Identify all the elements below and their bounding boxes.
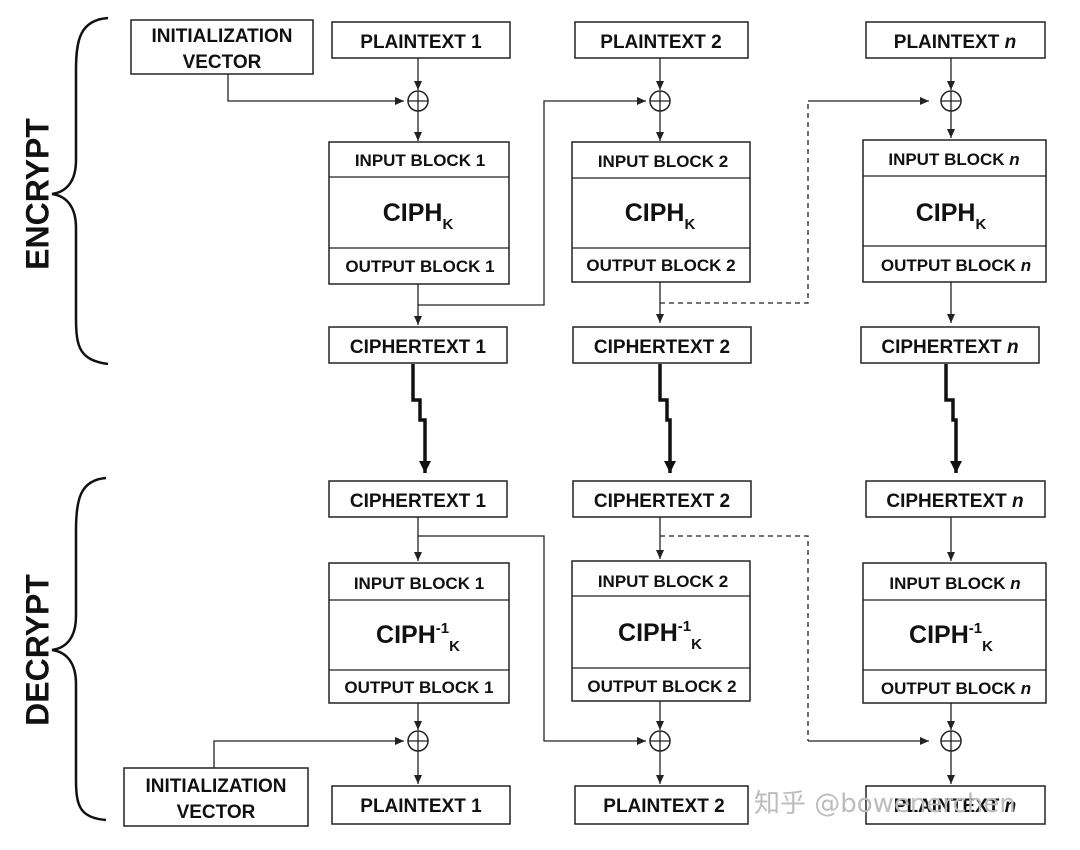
transmission-bolt-n bbox=[944, 364, 962, 473]
arrow-iv-xor-dec bbox=[213, 737, 404, 768]
plaintext-label-dec-2: PLAINTEXT 2 bbox=[603, 796, 724, 817]
ciphertext-label-dec-2: CIPHERTEXT 2 bbox=[594, 491, 730, 512]
plaintext-box-dec-n bbox=[865, 785, 1046, 825]
plaintext-label-dec-1: PLAINTEXT 1 bbox=[360, 796, 482, 817]
input-block-label-dec-n: INPUT BLOCK n bbox=[889, 574, 1020, 593]
decrypt-brace bbox=[51, 476, 107, 822]
cipher-block-enc-2 bbox=[571, 141, 751, 283]
ciph-inv-k-dec-1: CIPH-1K bbox=[376, 620, 460, 655]
ciphertext-label-dec-1: CIPHERTEXT 1 bbox=[350, 491, 487, 512]
plaintext-box-1 bbox=[331, 21, 511, 59]
ciph-inv-k-dec-2: CIPH-1K bbox=[618, 618, 702, 653]
output-block-label-enc-2: OUTPUT BLOCK 2 bbox=[586, 256, 735, 275]
cipher-block-dec-2 bbox=[571, 560, 751, 702]
plaintext-label-dec-n: PLAINTEXT n bbox=[894, 796, 1016, 817]
encrypt-brace bbox=[51, 16, 109, 366]
dashed-chain-dec-2-n bbox=[660, 535, 809, 741]
transmission-bolt-1 bbox=[411, 364, 431, 473]
arrow-iv-xor bbox=[227, 74, 404, 105]
plaintext-label-1: PLAINTEXT 1 bbox=[360, 32, 482, 53]
input-block-label-dec-2: INPUT BLOCK 2 bbox=[598, 572, 728, 591]
ciphertext-label-enc-n: CIPHERTEXT n bbox=[881, 337, 1018, 358]
iv-box-encrypt bbox=[130, 19, 314, 75]
cipher-block-enc-1 bbox=[328, 141, 510, 285]
cipher-block-dec-n bbox=[862, 562, 1047, 704]
ciphertext-box-enc-1 bbox=[328, 326, 508, 364]
plaintext-box-2 bbox=[574, 21, 749, 59]
ciphertext-box-dec-n bbox=[865, 480, 1046, 518]
dashed-chain-2-n bbox=[660, 101, 809, 304]
iv-line2-encrypt: VECTOR bbox=[183, 52, 262, 73]
decrypt-label: DECRYPT bbox=[19, 574, 55, 726]
iv-box-decrypt bbox=[123, 767, 309, 827]
input-block-label-enc-n: INPUT BLOCK n bbox=[888, 150, 1019, 169]
output-block-label-enc-n: OUTPUT BLOCK n bbox=[881, 256, 1031, 275]
input-block-label-enc-1: INPUT BLOCK 1 bbox=[355, 151, 485, 170]
plaintext-box-n bbox=[865, 21, 1046, 59]
ciph-inv-k-dec-n: CIPH-1K bbox=[909, 620, 993, 655]
plaintext-label-n: PLAINTEXT n bbox=[894, 32, 1016, 53]
plaintext-box-dec-1 bbox=[331, 785, 511, 825]
ciph-k-enc-1: CIPHK bbox=[383, 199, 454, 233]
output-block-label-dec-n: OUTPUT BLOCK n bbox=[881, 679, 1031, 698]
ciphertext-label-enc-1: CIPHERTEXT 1 bbox=[350, 337, 487, 358]
ciphertext-box-dec-1 bbox=[328, 480, 508, 518]
output-block-label-dec-2: OUTPUT BLOCK 2 bbox=[587, 677, 736, 696]
input-block-label-dec-1: INPUT BLOCK 1 bbox=[354, 574, 484, 593]
cipher-block-enc-n bbox=[862, 139, 1047, 283]
output-block-label-dec-1: OUTPUT BLOCK 1 bbox=[344, 678, 493, 697]
transmission-bolt-2 bbox=[658, 364, 676, 473]
ciphertext-label-dec-n: CIPHERTEXT n bbox=[886, 491, 1023, 512]
ciphertext-label-enc-2: CIPHERTEXT 2 bbox=[594, 337, 730, 358]
iv-line1-encrypt: INITIALIZATION bbox=[151, 26, 292, 47]
iv-line2-decrypt: VECTOR bbox=[177, 802, 256, 823]
plaintext-box-dec-2 bbox=[574, 785, 749, 825]
input-block-label-enc-2: INPUT BLOCK 2 bbox=[598, 152, 728, 171]
iv-line1-decrypt: INITIALIZATION bbox=[145, 776, 286, 797]
ciphertext-box-enc-n bbox=[860, 326, 1040, 364]
ciph-k-enc-2: CIPHK bbox=[625, 199, 696, 233]
watermark: 知乎 @bowenerchen bbox=[754, 789, 1016, 819]
arrow-chain-1-2 bbox=[418, 97, 646, 306]
ciphertext-box-enc-2 bbox=[572, 326, 752, 364]
ciph-k-enc-n: CIPHK bbox=[916, 199, 987, 233]
output-block-label-enc-1: OUTPUT BLOCK 1 bbox=[345, 257, 494, 276]
arrow-chain-dec-1-2 bbox=[418, 535, 646, 745]
encrypt-label: ENCRYPT bbox=[19, 118, 55, 270]
ciphertext-box-dec-2 bbox=[572, 480, 752, 518]
plaintext-label-2: PLAINTEXT 2 bbox=[600, 32, 721, 53]
cipher-block-dec-1 bbox=[328, 562, 510, 704]
